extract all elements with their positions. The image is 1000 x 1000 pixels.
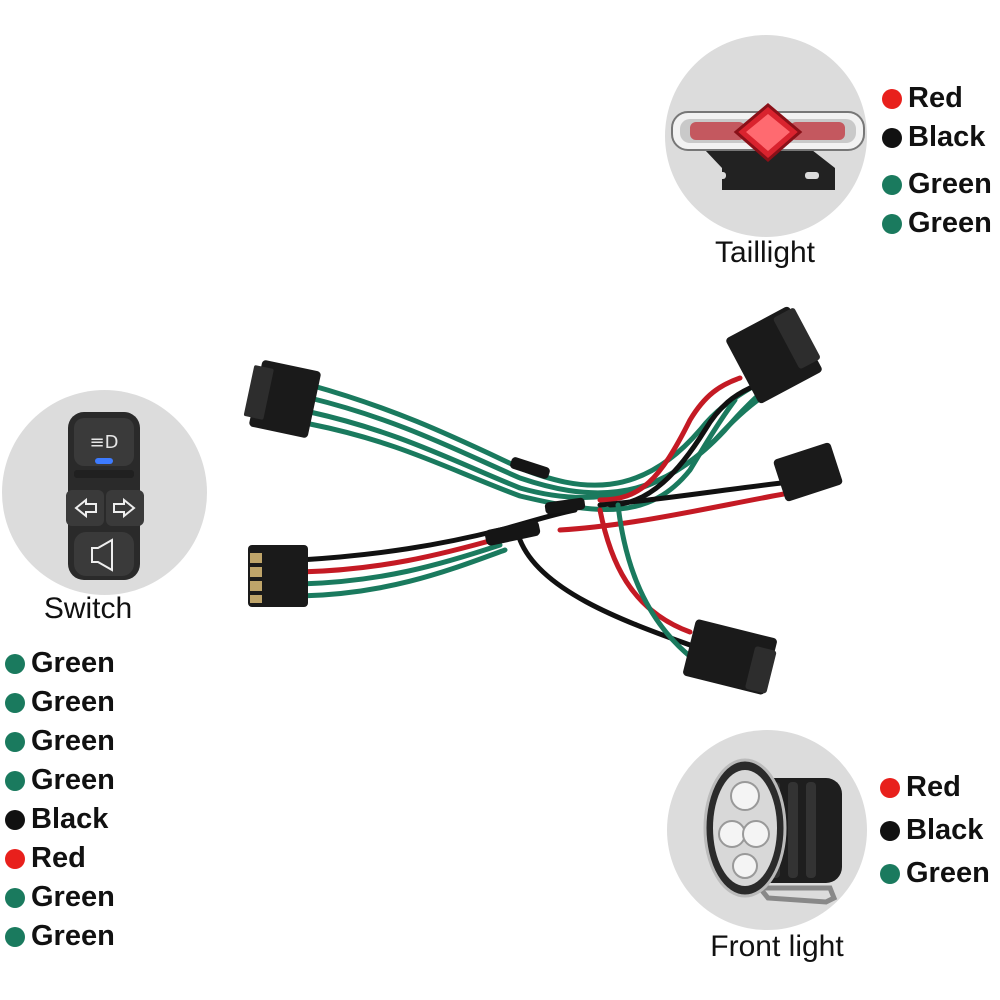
legend-item: Red <box>880 766 990 809</box>
front-light-wire-legend: Red Black Green <box>880 766 990 895</box>
connector-small <box>773 442 843 502</box>
legend-label: Green <box>906 857 990 889</box>
legend-label: Red <box>908 82 963 114</box>
legend-label: Green <box>31 881 115 913</box>
green-dot-icon <box>5 887 25 908</box>
legend-item: Green <box>880 852 990 895</box>
green-dot-icon <box>882 174 902 195</box>
legend-label: Green <box>908 168 992 200</box>
green-dot-icon <box>882 213 902 234</box>
connector-switch-upper <box>243 360 321 438</box>
legend-label: Green <box>31 647 115 679</box>
green-dot-icon <box>880 863 900 884</box>
legend-item: Green <box>5 878 115 917</box>
switch-wire-legend: Green Green Green Green Black Red Green … <box>5 644 115 956</box>
legend-label: Red <box>906 771 961 803</box>
connector-taillight <box>726 306 822 404</box>
legend-label: Black <box>31 803 109 835</box>
switch-caption: Switch <box>43 592 133 625</box>
front-light-icon <box>703 758 842 905</box>
legend-item: Green <box>5 644 115 683</box>
legend-item: Green <box>5 917 115 956</box>
legend-item: Green <box>5 722 115 761</box>
legend-label: Red <box>31 842 86 874</box>
legend-item: Green <box>882 165 992 204</box>
legend-item: Green <box>5 683 115 722</box>
connector-front-light <box>683 619 777 695</box>
switch-icon: ≡D <box>66 412 144 580</box>
legend-label: Green <box>31 725 115 757</box>
black-dot-icon <box>882 127 902 148</box>
red-dot-icon <box>882 88 902 109</box>
green-dot-icon <box>5 653 25 674</box>
legend-label: Green <box>31 686 115 718</box>
red-dot-icon <box>880 777 900 798</box>
green-dot-icon <box>5 926 25 947</box>
legend-item: Black <box>882 118 992 157</box>
legend-label: Green <box>31 764 115 796</box>
green-dot-icon <box>5 692 25 713</box>
legend-item: Black <box>5 800 115 839</box>
legend-label: Black <box>906 814 984 846</box>
connector-switch-lower <box>248 545 308 607</box>
green-dot-icon <box>5 770 25 791</box>
black-dot-icon <box>5 809 25 830</box>
legend-label: Green <box>908 207 992 239</box>
legend-item: Red <box>882 79 992 118</box>
legend-item: Black <box>880 809 990 852</box>
front-light-caption: Front light <box>710 930 844 963</box>
taillight-caption: Taillight <box>714 236 816 269</box>
legend-label: Black <box>908 121 986 153</box>
black-dot-icon <box>880 820 900 841</box>
red-dot-icon <box>5 848 25 869</box>
green-dot-icon <box>5 731 25 752</box>
svg-text:≡D: ≡D <box>90 432 119 453</box>
legend-item: Green <box>5 761 115 800</box>
taillight-wire-legend: Red Black Green Green <box>882 79 992 243</box>
legend-item: Green <box>882 204 992 243</box>
harness-wires <box>297 375 798 661</box>
taillight-icon <box>671 103 865 190</box>
legend-label: Green <box>31 920 115 952</box>
legend-item: Red <box>5 839 115 878</box>
